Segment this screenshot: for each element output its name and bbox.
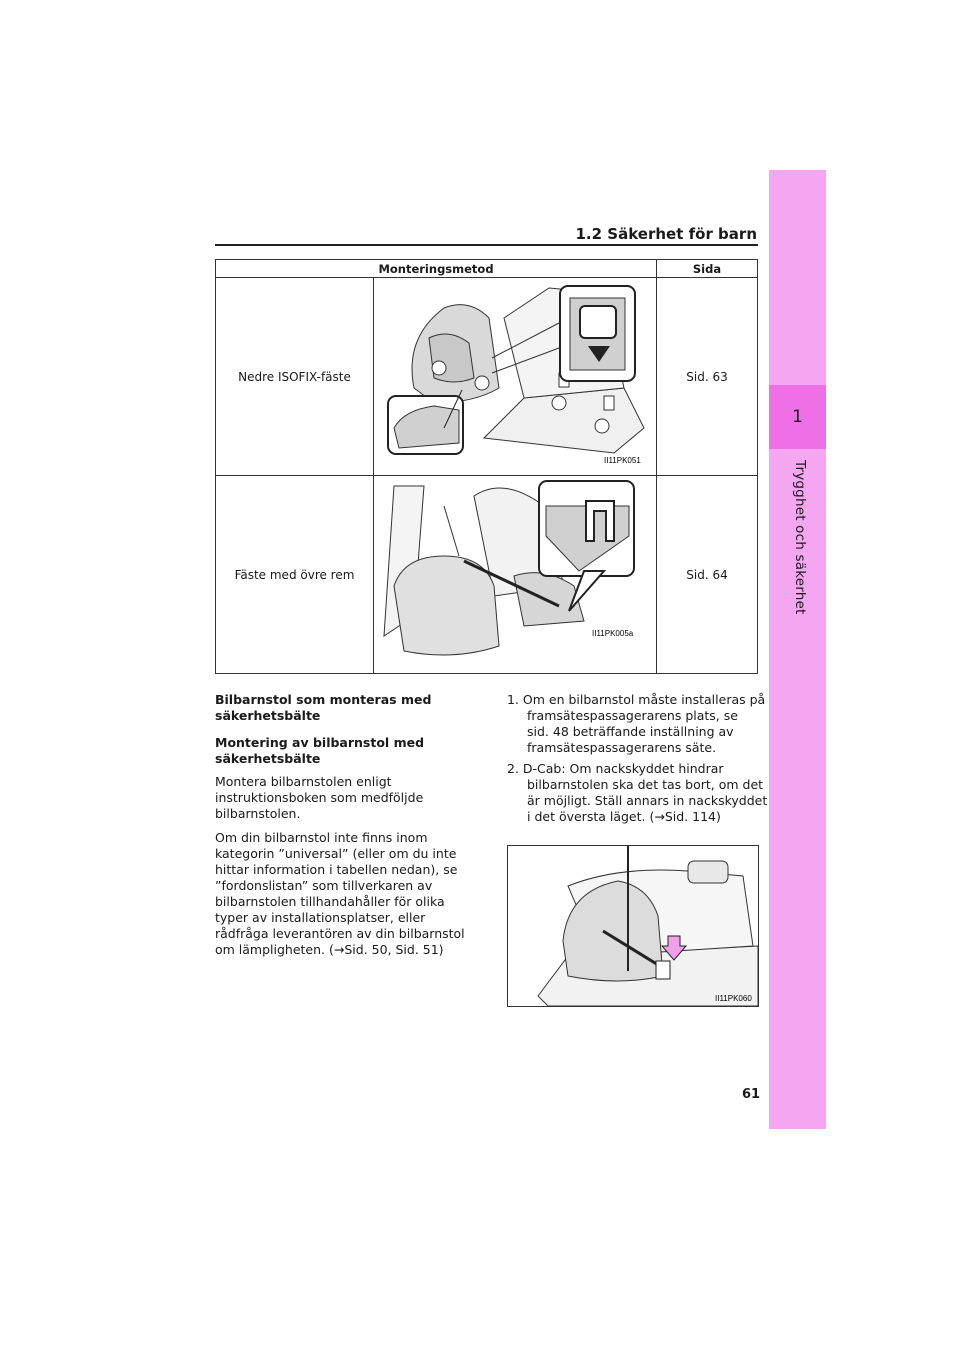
chapter-number: 1	[769, 385, 826, 449]
image-code: II11PK005a	[592, 629, 634, 638]
page-number: 61	[742, 1087, 761, 1102]
heading-seatbelt-mounted: Bilbarnstol som monteras med säkerhetsbä…	[215, 692, 432, 723]
list-item-2: 2. D-Cab: Om nackskyddet hindrar bilbarn…	[507, 761, 768, 824]
method-cell: Fäste med övre rem	[215, 475, 374, 674]
paragraph-instructions: Montera bilbarnstolen enligt instruktion…	[215, 774, 424, 821]
top-tether-illustration: II11PK005a	[374, 476, 656, 670]
column-header-page: Sida	[656, 259, 758, 278]
image-code: II11PK060	[715, 994, 752, 1003]
top-tether-illustration-cell: II11PK005a	[373, 475, 657, 674]
header-rule	[215, 244, 758, 246]
table-row: Nedre ISOFIX-fäste	[215, 277, 758, 476]
page-cell: Sid. 64	[656, 475, 758, 674]
mounting-table: Monteringsmetod Sida Nedre ISOFIX-fäste	[215, 259, 758, 674]
table-header-row: Monteringsmetod Sida	[215, 259, 758, 278]
chapter-title: Trygghet och säkerhet	[792, 460, 808, 615]
paragraph-universal: Om din bilbarnstol inte finns inom kateg…	[215, 830, 465, 957]
chapter-side-tab	[769, 170, 826, 1129]
page-cell: Sid. 63	[656, 277, 758, 476]
method-cell: Nedre ISOFIX-fäste	[215, 277, 374, 476]
headrest-illustration: II11PK060	[507, 845, 759, 1007]
column-header-method: Monteringsmetod	[215, 259, 657, 278]
isofix-illustration: II11PK051	[374, 278, 656, 472]
image-code: II11PK051	[604, 456, 641, 465]
list-item-1: 1. Om en bilbarnstol måste installeras p…	[507, 692, 766, 755]
heading-mounting-with-seatbelt: Montering av bilbarnstol med säkerhetsbä…	[215, 735, 425, 766]
isofix-illustration-cell: II11PK051	[373, 277, 657, 476]
section-title: 1.2 Säkerhet för barn	[575, 225, 758, 243]
table-row: Fäste med övre rem II11PK005a Sid. 64	[215, 475, 758, 674]
